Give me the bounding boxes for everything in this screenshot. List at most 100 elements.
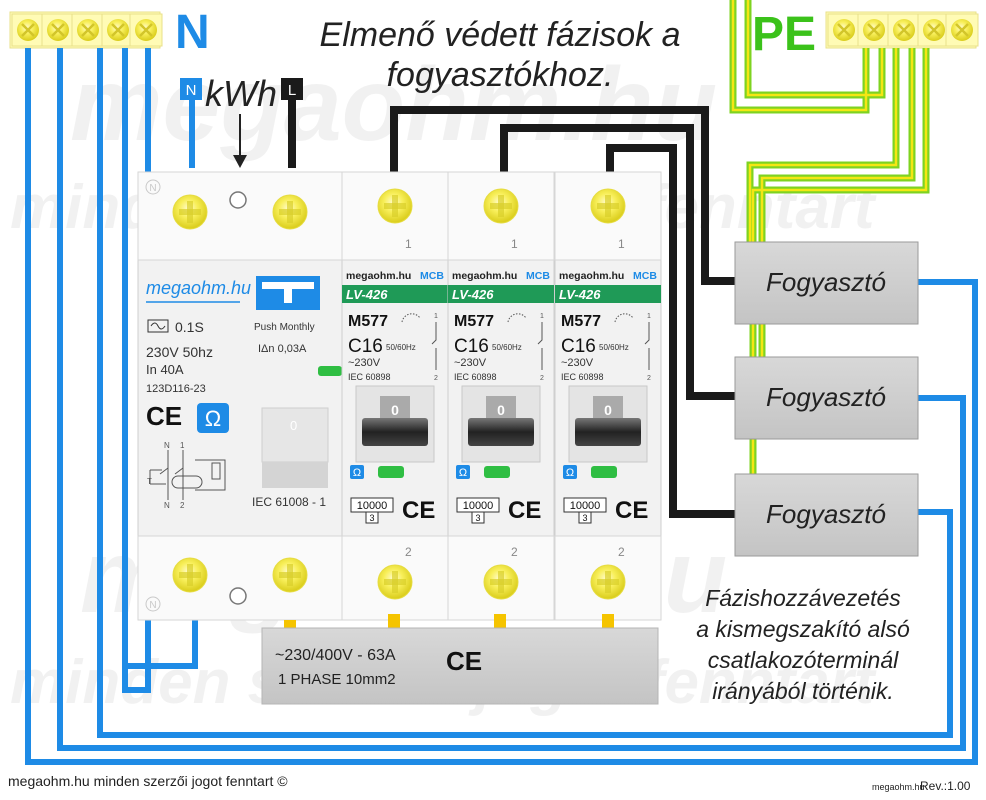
footer-revision: Rev.:1.00 xyxy=(920,779,971,793)
mcb-3-bottom-terminal: 2 xyxy=(618,545,625,559)
mcb-2-screw-top xyxy=(483,188,519,224)
mcb-2-series-band xyxy=(448,285,554,303)
mcb-3-handle-mark: 0 xyxy=(604,402,612,418)
rcd-schem-1: 1 xyxy=(180,441,185,450)
mcb-3-switch-symbol-icon xyxy=(644,322,650,370)
rcd-input-tags: N L xyxy=(180,78,303,100)
rcd-screw-l-bottom xyxy=(272,557,308,593)
mcb-2-ce-mark: CE xyxy=(508,497,541,524)
mcb-2-capacity: 10000 xyxy=(463,500,494,512)
mcb-2-handle: 0 xyxy=(461,385,541,463)
mcb-2-brand: megaohm.hu xyxy=(452,270,517,282)
mcb-2-handle-mark: 0 xyxy=(497,402,505,418)
mcb-2-top-terminal: 1 xyxy=(511,237,518,251)
mcb-2-sch-2: 2 xyxy=(540,375,544,382)
mcb-1-handle: 0 xyxy=(355,385,435,463)
rcd-device: N N megaohm.hu Push Monthly IΔn 0,03A 0.… xyxy=(137,171,343,621)
rcd-test-label: Push Monthly xyxy=(254,322,315,333)
title-line-2: fogyasztókhoz. xyxy=(387,56,614,94)
mcb-2-voltage: ~230V xyxy=(454,357,487,369)
mcb-1-class: 3 xyxy=(369,513,374,523)
consumer-2-label: Fogyasztó xyxy=(766,382,886,412)
mcb-2-bottom-terminal: 2 xyxy=(511,545,518,559)
title-line-1: Elmenő védett fázisok a xyxy=(320,16,681,54)
mcb-3-screw-top xyxy=(590,188,626,224)
rcd-test-button xyxy=(256,276,320,310)
rcd-standard: IEC 61008 - 1 xyxy=(252,495,326,509)
rcd-idn: IΔn 0,03A xyxy=(258,343,307,355)
rcd-indicator-bottom xyxy=(229,587,247,605)
mcb-1-rating: C16 xyxy=(348,336,383,357)
mcb-3-omega-badge xyxy=(563,465,577,479)
mcb-3-model: M577 xyxy=(561,313,601,330)
consumer-1: Fogyasztó xyxy=(734,241,919,325)
consumer-3-label: Fogyasztó xyxy=(766,499,886,529)
busbar: ~230/400V - 63A 1 PHASE 10mm2 CE xyxy=(261,614,659,705)
rcd-terminal-mark-top: N xyxy=(149,183,156,194)
mcb-1-ce-mark: CE xyxy=(402,497,435,524)
mcb-3-type: MCB xyxy=(633,270,657,282)
mcb-3-class: 3 xyxy=(582,513,587,523)
mcb-1-handle-mark: 0 xyxy=(391,402,399,418)
rcd-handle: 0 xyxy=(261,407,329,488)
mcb-1-type: MCB xyxy=(420,270,444,282)
mcb-3-capacity: 10000 xyxy=(570,500,601,512)
mcb-3-status-led xyxy=(591,466,617,478)
mcb-2-omega-badge xyxy=(456,465,470,479)
rcd-ce-mark: CE xyxy=(146,401,182,431)
mcb-1-switch-symbol-icon xyxy=(431,322,437,370)
mcb-3-series: LV-426 xyxy=(559,287,601,302)
mcb-2-screw-bottom xyxy=(483,564,519,600)
rcd-n-tag: N xyxy=(186,82,197,99)
rcd-code: 123D116-23 xyxy=(146,383,206,395)
rcd-omega: Ω xyxy=(205,406,221,431)
mcb-2-freq: 50/60Hz xyxy=(492,343,522,352)
phase-wires xyxy=(288,80,735,518)
rcd-screw-n-top xyxy=(172,194,208,230)
neutral-terminal-block xyxy=(9,11,164,49)
rcd-l-tag: L xyxy=(288,82,296,99)
busbar-spec: ~230/400V - 63A xyxy=(275,647,396,664)
rcd-terminal-mark-bottom: N xyxy=(149,600,156,611)
footer-copyright: megaohm.hu minden szerzői jogot fenntart… xyxy=(8,773,288,789)
mcb-1-bottom-terminal: 2 xyxy=(405,545,412,559)
mcb-3-brand: megaohm.hu xyxy=(559,270,624,282)
mcb-3-standard: IEC 60898 xyxy=(561,372,604,382)
rcd-screw-n-bottom xyxy=(172,557,208,593)
mcb-1-top-terminal: 1 xyxy=(405,237,412,251)
mcb-2-omega: Ω xyxy=(459,467,467,479)
mcb-1-omega-badge xyxy=(350,465,364,479)
mcb-3-series-band xyxy=(555,285,661,303)
mcb-1-status-led xyxy=(378,466,404,478)
rcd-schem-n: N xyxy=(164,441,170,450)
rcd-current: In 40A xyxy=(146,362,184,377)
kwh-label: kWh xyxy=(205,73,277,114)
rcd-voltage-freq: 230V 50hz xyxy=(146,344,213,360)
busbar-phase: 1 PHASE 10mm2 xyxy=(278,671,396,688)
mcb-2-class: 3 xyxy=(475,513,480,523)
busbar-ce: CE xyxy=(446,646,482,676)
mcb-2-series: LV-426 xyxy=(452,287,494,302)
consumer-2: Fogyasztó xyxy=(734,356,919,440)
note-line-3: csatlakozóterminál xyxy=(708,647,899,673)
pe-label: PE xyxy=(752,8,816,61)
rcd-schem-t: T xyxy=(147,477,152,486)
neutral-wires xyxy=(25,48,978,765)
rcd-status-led xyxy=(318,366,342,376)
rcd-omega-badge xyxy=(197,403,229,433)
mcb-3-top-terminal: 1 xyxy=(618,237,625,251)
mcb-1-omega: Ω xyxy=(353,467,361,479)
note-line-4: irányából történik. xyxy=(712,678,894,704)
mcb-1-capacity: 10000 xyxy=(357,500,388,512)
neutral-label: N xyxy=(175,6,210,59)
mcb-2-switch-symbol-icon xyxy=(537,322,543,370)
kwh-arrow xyxy=(233,114,247,168)
mcb-1-series-band xyxy=(342,285,448,303)
mcb-3-omega: Ω xyxy=(566,467,574,479)
rcd-tripping: 0.1S xyxy=(175,319,204,335)
